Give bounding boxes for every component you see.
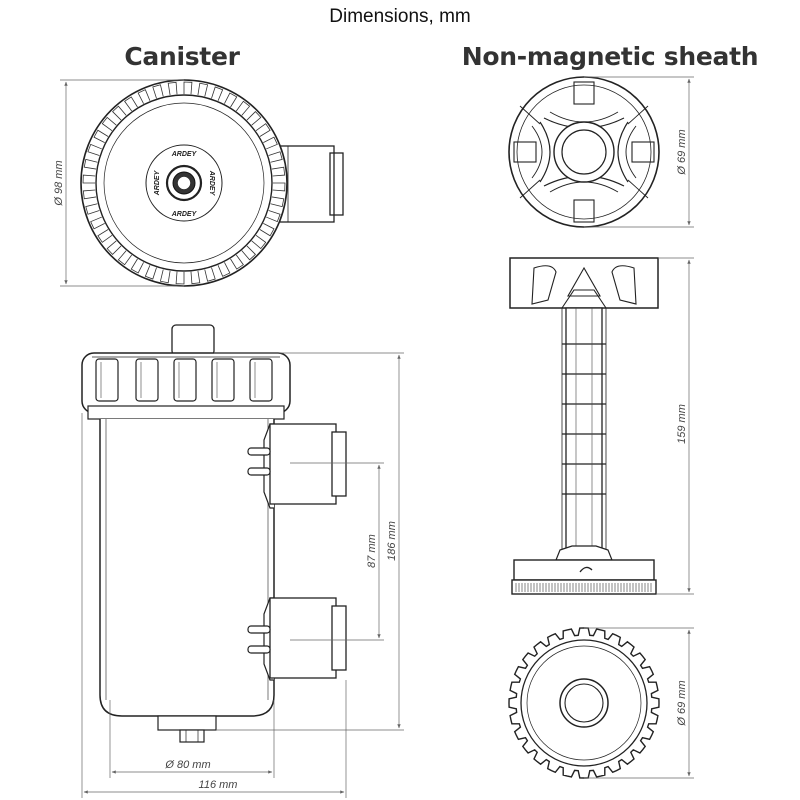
sheath-top-diameter-label: Ø 69 mm	[676, 129, 688, 175]
cap-grip-tooth	[263, 136, 278, 150]
canister-upper-port	[247, 423, 347, 509]
cap-grip-tooth	[190, 270, 201, 285]
cap-rib	[211, 358, 235, 402]
cap-grip-tooth	[266, 210, 281, 223]
sheath-base-knurl	[515, 583, 652, 592]
sheath-top-plate	[509, 257, 659, 309]
cap-grip-tooth	[124, 96, 138, 112]
sheath-base-neck	[555, 545, 613, 561]
cap-grip-tooth	[268, 151, 283, 163]
sheath-base-clip	[579, 566, 593, 573]
canister-cap-ribs	[95, 358, 273, 402]
cap-grip-tooth	[224, 92, 238, 108]
cap-rib	[95, 358, 119, 402]
cap-rib	[249, 358, 273, 402]
total-width-label: 116 mm	[199, 779, 238, 791]
cap-brand-label-left: ARDEY	[154, 169, 161, 196]
cap-grip-tooth	[106, 240, 122, 255]
cap-grip-tooth	[175, 271, 185, 285]
page-title: Dimensions, mm	[329, 6, 471, 27]
sheath-top-diameter-dimension: Ø 69 mm	[584, 76, 694, 228]
cap-grip-tooth	[271, 166, 286, 177]
canister-top-center-plate	[145, 144, 223, 222]
sheath-length-dimension: 159 mm	[656, 257, 694, 595]
canister-side-view: 87 mm 186 mm Ø 80 mm 116 mm	[81, 324, 404, 798]
base-diameter-label: Ø 80 mm	[164, 759, 210, 771]
canister-body	[99, 419, 275, 717]
cap-grip-tooth	[144, 265, 157, 280]
cap-grip-tooth	[97, 229, 113, 243]
canister-height-label: 186 mm	[386, 521, 398, 561]
sheath-rod	[565, 307, 603, 551]
canister-height-dimension: 186 mm	[214, 352, 404, 731]
cap-grip-tooth	[255, 123, 271, 137]
canister-top-diameter-label: Ø 98 mm	[53, 160, 65, 206]
cap-grip-tooth	[167, 81, 178, 96]
cap-rib	[173, 358, 197, 402]
cap-grip-tooth	[270, 196, 285, 208]
sheath-bottom-diameter-label: Ø 69 mm	[676, 680, 688, 726]
cap-grip-tooth	[83, 158, 98, 170]
port-spacing-dimension: 87 mm	[290, 462, 384, 641]
canister-top-knob	[171, 324, 215, 356]
cap-grip-tooth	[259, 223, 275, 237]
cap-grip-tooth	[217, 262, 231, 277]
canister-cap-lip	[87, 405, 285, 420]
sheath-top-view: Ø 69 mm	[508, 76, 694, 228]
sheath-heading: Non-magnetic sheath	[461, 42, 759, 71]
cap-grip-tooth	[82, 174, 96, 184]
canister-heading: Canister	[124, 42, 240, 71]
cap-grip-tooth	[82, 189, 97, 200]
canister-base	[157, 715, 217, 731]
cap-grip-tooth	[159, 269, 171, 284]
sheath-length-label: 159 mm	[676, 404, 688, 444]
port-spacing-label: 87 mm	[366, 534, 378, 568]
cap-grip-tooth	[90, 216, 105, 230]
cap-grip-tooth	[85, 203, 100, 215]
cap-grip-tooth	[117, 250, 133, 266]
cap-grip-tooth	[230, 254, 244, 270]
cap-grip-tooth	[101, 116, 117, 132]
total-width-dimension: 116 mm	[81, 413, 347, 798]
sheath-base-foot	[511, 579, 657, 595]
sheath-bottom-diameter-dimension: Ø 69 mm	[584, 627, 694, 779]
base-diameter-dimension: Ø 80 mm	[109, 700, 275, 778]
cap-grip-tooth	[235, 100, 251, 116]
cap-grip-tooth	[251, 234, 267, 250]
canister-lower-port	[247, 597, 347, 681]
cap-grip-tooth	[272, 182, 286, 192]
cap-brand-label-top: ARDEY	[171, 151, 198, 158]
cap-grip-tooth	[204, 267, 216, 282]
sheath-side-view: 159 mm	[509, 257, 694, 595]
canister-top-center-icon	[177, 176, 191, 190]
canister-cap-grip-teeth	[82, 81, 286, 285]
sheath-base	[513, 559, 655, 581]
canister-top-diameter-dimension: Ø 98 mm	[53, 79, 184, 287]
cap-brand-label-right: ARDEY	[208, 170, 215, 197]
cap-grip-tooth	[241, 245, 256, 261]
cap-grip-tooth	[183, 81, 193, 95]
canister-drain	[179, 729, 205, 743]
cap-grip-tooth	[93, 129, 109, 143]
cap-grip-tooth	[152, 84, 164, 99]
cap-grip-tooth	[87, 143, 102, 156]
cap-grip-tooth	[137, 89, 151, 104]
cap-grip-tooth	[246, 111, 262, 126]
cap-rib	[135, 358, 159, 402]
sheath-rod-rungs	[562, 308, 606, 548]
canister-top-view: ARDEY ARDEY ARDEY ARDEY Ø 98 mm	[53, 79, 344, 287]
cap-grip-tooth	[211, 86, 224, 101]
cap-grip-tooth	[197, 82, 209, 97]
cap-brand-label-bottom: ARDEY	[171, 211, 198, 218]
cap-grip-tooth	[112, 105, 127, 121]
cap-grip-tooth	[130, 258, 144, 274]
sheath-bottom-view: Ø 69 mm	[508, 627, 694, 779]
